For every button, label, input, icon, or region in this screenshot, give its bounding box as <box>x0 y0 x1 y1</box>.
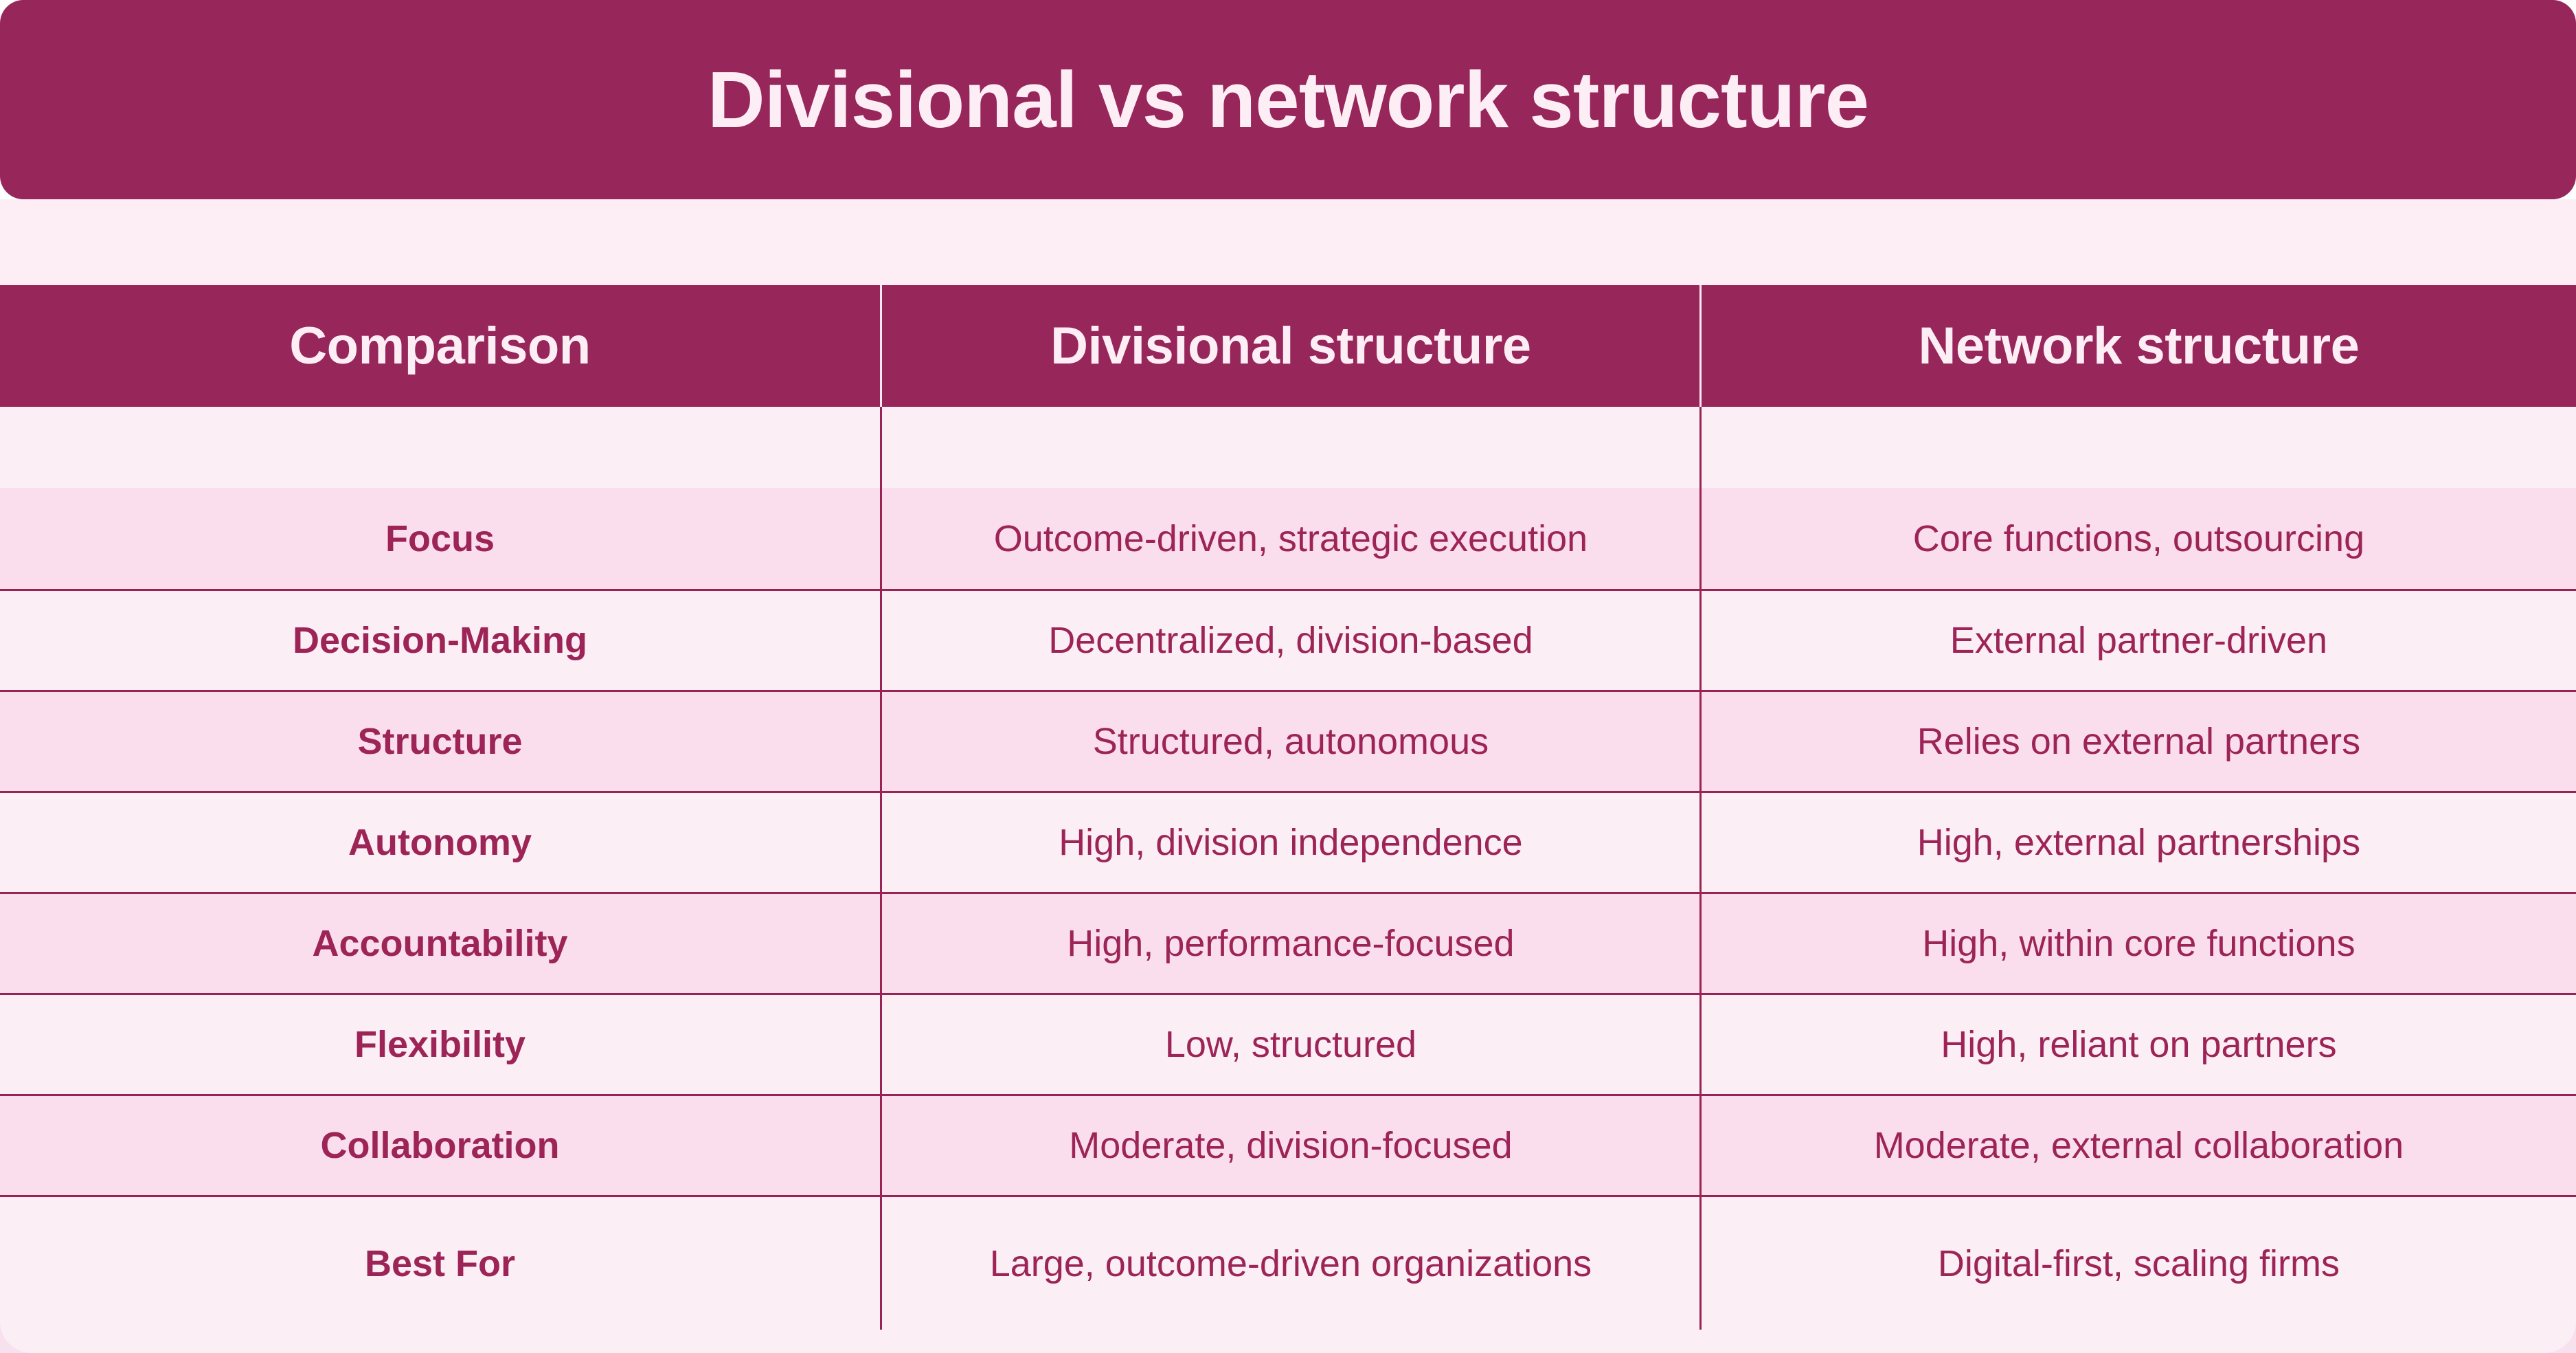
spacer-cell <box>880 407 1699 488</box>
row-label: Autonomy <box>348 822 532 863</box>
network-value: Digital-first, scaling firms <box>1699 1197 2576 1330</box>
divisional-value: High, division independence <box>880 793 1699 892</box>
row-label: Collaboration <box>320 1125 560 1166</box>
divisional-value: Outcome-driven, strategic execution <box>880 488 1699 589</box>
divisional-value: Structured, autonomous <box>880 692 1699 791</box>
row-label: Focus <box>385 517 495 559</box>
header-network-structure: Network structure <box>1699 285 2576 407</box>
title-banner: Divisional vs network structure <box>0 0 2576 199</box>
table-row-flexibility: Flexibility Low, structured High, relian… <box>0 993 2576 1094</box>
empty-spacer-row <box>0 407 2576 488</box>
spacer-cell <box>0 407 880 488</box>
row-label: Best For <box>364 1242 516 1284</box>
banner-table-gap <box>0 199 2576 285</box>
network-value: Core functions, outsourcing <box>1699 488 2576 589</box>
row-label: Decision-Making <box>292 620 588 661</box>
spacer-cell <box>1699 407 2576 488</box>
header-divisional-structure: Divisional structure <box>880 285 1699 407</box>
row-label: Structure <box>357 721 523 762</box>
table-row-accountability: Accountability High, performance-focused… <box>0 892 2576 993</box>
table-row-decision-making: Decision-Making Decentralized, division-… <box>0 589 2576 690</box>
table-row-autonomy: Autonomy High, division independence Hig… <box>0 791 2576 892</box>
comparison-table: Comparison Divisional structure Network … <box>0 285 2576 1353</box>
table-backdrop: Comparison Divisional structure Network … <box>0 285 2576 1353</box>
network-value: High, external partnerships <box>1699 793 2576 892</box>
table-header-row: Comparison Divisional structure Network … <box>0 285 2576 407</box>
divisional-value: High, performance-focused <box>880 894 1699 993</box>
network-value: Moderate, external collaboration <box>1699 1096 2576 1195</box>
row-label: Accountability <box>312 923 568 964</box>
divisional-value: Moderate, division-focused <box>880 1096 1699 1195</box>
network-value: High, within core functions <box>1699 894 2576 993</box>
network-value: High, reliant on partners <box>1699 995 2576 1094</box>
page-title: Divisional vs network structure <box>707 55 1869 144</box>
row-label: Flexibility <box>354 1024 526 1065</box>
table-row-collaboration: Collaboration Moderate, division-focused… <box>0 1094 2576 1195</box>
divisional-value: Large, outcome-driven organizations <box>880 1197 1699 1330</box>
table-row-structure: Structure Structured, autonomous Relies … <box>0 690 2576 791</box>
network-value: External partner-driven <box>1699 591 2576 690</box>
table-row-focus: Focus Outcome-driven, strategic executio… <box>0 488 2576 589</box>
network-value: Relies on external partners <box>1699 692 2576 791</box>
table-row-best-for: Best For Large, outcome-driven organizat… <box>0 1195 2576 1353</box>
header-comparison: Comparison <box>289 317 591 375</box>
divisional-value: Low, structured <box>880 995 1699 1094</box>
divisional-value: Decentralized, division-based <box>880 591 1699 690</box>
